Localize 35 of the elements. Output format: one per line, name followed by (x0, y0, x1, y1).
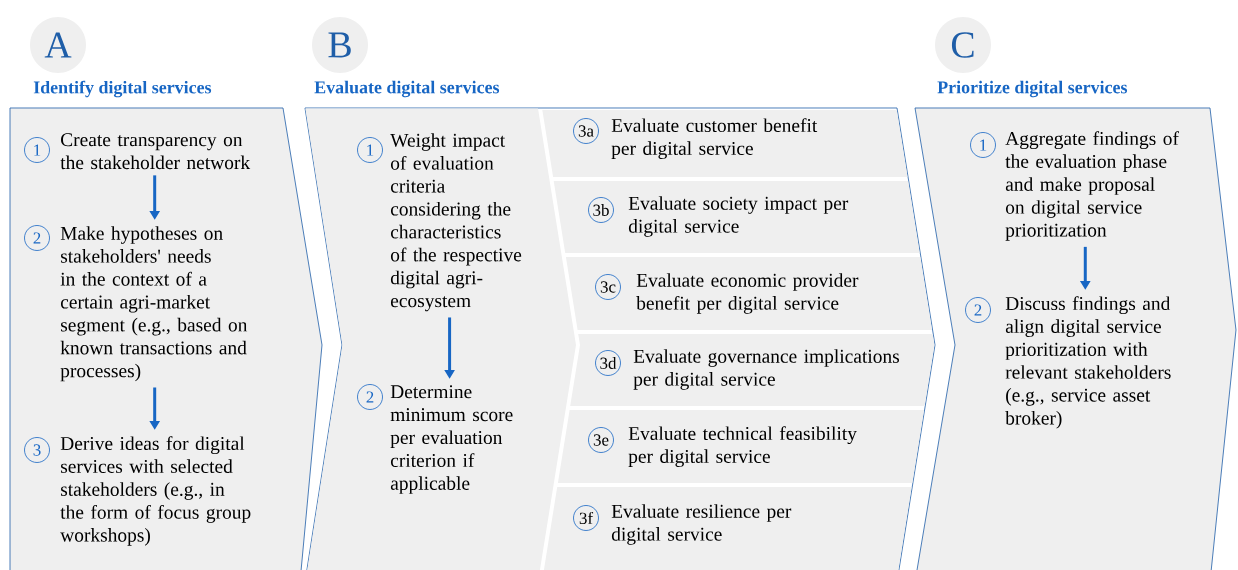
band (565, 257, 932, 330)
step-badge: 3f (573, 505, 599, 531)
step-badge: 3d (595, 350, 621, 376)
phase-heading: Evaluate digital services (314, 80, 500, 98)
band (553, 181, 920, 253)
step-text: Evaluate society impact per digital service (628, 196, 849, 237)
step-badge: 3a (573, 118, 599, 144)
step-badge: 1 (24, 137, 50, 163)
step-text: Evaluate customer benefit per digital service (611, 118, 818, 159)
step-badge: 3 (24, 437, 50, 463)
step-text: Create transparency on the stakeholder network (60, 133, 251, 170)
step-text: Evaluate governance implications per digital service (633, 349, 899, 390)
phase-heading: Prioritize digital services (937, 80, 1127, 98)
band (557, 410, 924, 483)
step-text: Discuss findings and align digital service prioritization with relevant stakeholders (e.g., service asset broker) (1005, 296, 1171, 429)
step-badge: 3e (588, 427, 614, 453)
step-badge: 2 (357, 384, 383, 410)
step-text: Evaluate resilience per digital service (611, 504, 792, 545)
step-text: Evaluate economic provider benefit per digital service (636, 273, 859, 314)
step-text: Derive ideas for digital services with selected stakeholders (e.g., in the form of focus group workshops) (60, 436, 251, 546)
step-text: Aggregate findings of the evaluation phase and make proposal on digital service prioritization (1005, 131, 1179, 241)
phase-heading: Identify digital services (33, 80, 212, 98)
band (570, 334, 935, 406)
band (542, 487, 912, 570)
step-badge: 3c (595, 274, 621, 300)
step-text: Evaluate technical feasibility per digital service (628, 426, 857, 467)
step-text: Determine minimum score per evaluation criterion if applicable (390, 385, 513, 494)
step-text: Make hypotheses on stakeholders' needs in the context of a certain agri-market segment (e.g., based on known transactions and processes) (60, 226, 248, 382)
step-badge: 1 (970, 132, 996, 158)
step-badge: 3b (588, 197, 614, 223)
step-badge: 2 (24, 225, 50, 251)
step-badge: 1 (357, 137, 383, 163)
step-badge: 2 (965, 297, 991, 323)
step-text: Weight impact of evaluation criteria considering the characteristics of the respective digital agri-ecosystem (390, 133, 522, 312)
band (542, 110, 908, 177)
